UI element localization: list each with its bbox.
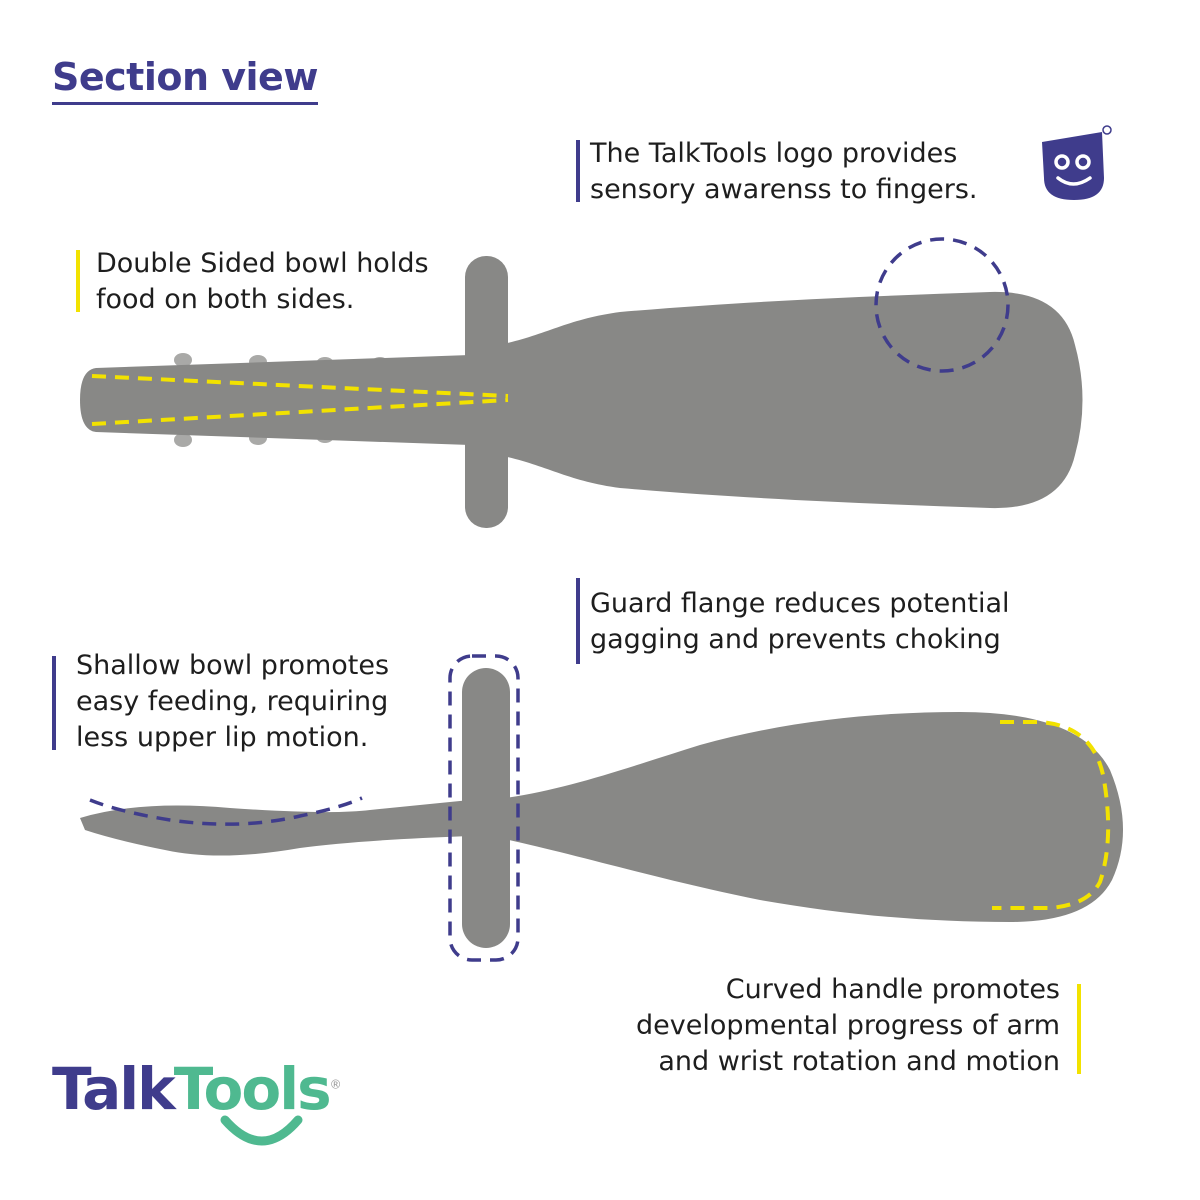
double-sided-note-line: Double Sided bowl holds: [96, 248, 429, 279]
double-sided-note: Double Sided bowl holds food on both sid…: [96, 246, 429, 318]
shallow-bowl-note-line: Shallow bowl promotes: [76, 650, 390, 681]
shallow-bowl-note: Shallow bowl promotes easy feeding, requ…: [76, 648, 389, 756]
shallow-bowl-note-line: easy feeding, requiring: [76, 686, 389, 717]
logo-note-bar: [576, 140, 580, 202]
logo-note-line: The TalkTools logo provides: [590, 138, 958, 169]
guard-flange-note: Guard flange reduces potential gagging a…: [590, 586, 1010, 658]
curved-handle-note-line: and wrist rotation and motion: [658, 1046, 1060, 1077]
bottom-spoon: [80, 654, 1124, 962]
double-sided-note-line: food on both sides.: [96, 284, 355, 315]
curved-handle-note-line: Curved handle promotes: [725, 974, 1060, 1005]
smiley-logo-icon: [1042, 125, 1112, 200]
logo-note: The TalkTools logo provides sensory awar…: [590, 136, 977, 208]
shallow-bowl-note-bar: [52, 656, 56, 750]
guard-flange-note-bar: [576, 578, 580, 664]
shallow-bowl-note-line: less upper lip motion.: [76, 722, 369, 753]
curved-handle-note: Curved handle promotes developmental pro…: [636, 972, 1060, 1080]
brand-tools: Tools: [173, 1055, 332, 1123]
double-sided-note-bar: [76, 250, 80, 312]
curved-handle-note-line: developmental progress of arm: [636, 1010, 1060, 1041]
logo-note-line: sensory awarenss to fingers.: [590, 174, 978, 205]
brand-talk: Talk: [52, 1055, 176, 1123]
curved-handle-note-bar: [1077, 984, 1081, 1074]
guard-flange-note-line: gagging and prevents choking: [590, 624, 1001, 655]
top-spoon: [80, 237, 1083, 528]
page-title: Section view: [52, 58, 318, 105]
talktools-brand-logo: TalkTools®: [52, 1060, 342, 1118]
guard-flange-note-line: Guard flange reduces potential: [590, 588, 1010, 619]
brand-registered-mark: ®: [329, 1077, 342, 1092]
brand-smile-icon: [220, 1115, 303, 1146]
